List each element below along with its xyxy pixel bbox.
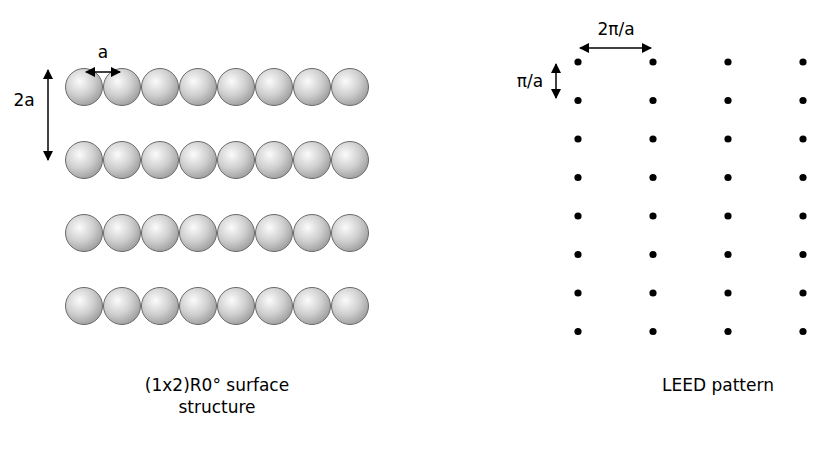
diffraction-spot [649,174,656,181]
surface-atom [66,142,103,179]
surface-atom [332,288,369,325]
diffraction-spot [574,58,581,65]
surface-atom [332,142,369,179]
diffraction-spot [649,97,656,104]
diffraction-spot [574,328,581,335]
surface-atom [332,69,369,106]
diffraction-spot [574,174,581,181]
dimension-arrow [86,71,120,73]
dimension-label: 2a [13,89,34,111]
diffraction-spot [574,212,581,219]
surface-atom [218,142,255,179]
diffraction-spot [799,212,806,219]
surface-atom [256,69,293,106]
diffraction-spot [724,251,731,258]
surface-atom [180,69,217,106]
surface-atom [218,215,255,252]
diffraction-spot [799,135,806,142]
surface-atom [294,288,331,325]
diffraction-spot [649,135,656,142]
surface-atom [66,215,103,252]
surface-atom [180,288,217,325]
surface-atom [104,69,141,106]
dimension-arrow [580,47,651,49]
surface-atom [294,142,331,179]
diffraction-spot [574,251,581,258]
surface-atom [104,288,141,325]
surface-atom [142,69,179,106]
diffraction-spot [799,251,806,258]
surface-atom [66,288,103,325]
surface-atom [142,288,179,325]
surface-atom [256,142,293,179]
diffraction-spot [724,174,731,181]
diffraction-spot [799,328,806,335]
diffraction-spot [724,135,731,142]
diffraction-spot [724,212,731,219]
dimension-arrow [47,70,49,160]
diffraction-spot [649,289,656,296]
diffraction-spot [649,212,656,219]
diffraction-spot [799,97,806,104]
surface-atom [218,69,255,106]
diffraction-spot [724,289,731,296]
surface-atom [142,142,179,179]
dimension-label: π/a [517,70,543,92]
surface-atom [104,142,141,179]
surface-atom [142,215,179,252]
diffraction-spot [574,289,581,296]
diffraction-spot [799,289,806,296]
diffraction-spot [574,135,581,142]
surface-atom [256,288,293,325]
surface-atom [180,142,217,179]
diffraction-spot [799,58,806,65]
surface-atom [66,69,103,106]
surface-atom [294,215,331,252]
dimension-label: a [98,41,108,63]
diffraction-spot [724,328,731,335]
diffraction-spot [724,97,731,104]
surface-atom [104,215,141,252]
diffraction-spot [649,328,656,335]
surface-atom [294,69,331,106]
diffraction-spot [799,174,806,181]
dimension-arrow [555,64,557,98]
surface-atom [332,215,369,252]
caption-text: (1x2)R0° surface structure [112,374,322,418]
dimension-label: 2π/a [597,18,634,40]
leed-spots [574,58,806,335]
surface-atom [218,288,255,325]
caption-text: LEED pattern [662,374,774,396]
diffraction-spot [649,58,656,65]
diffraction-spot [724,58,731,65]
surface-atom [180,215,217,252]
diffraction-spot [649,251,656,258]
surface-atom [256,215,293,252]
diffraction-spot [574,97,581,104]
atom-rows [66,69,369,325]
